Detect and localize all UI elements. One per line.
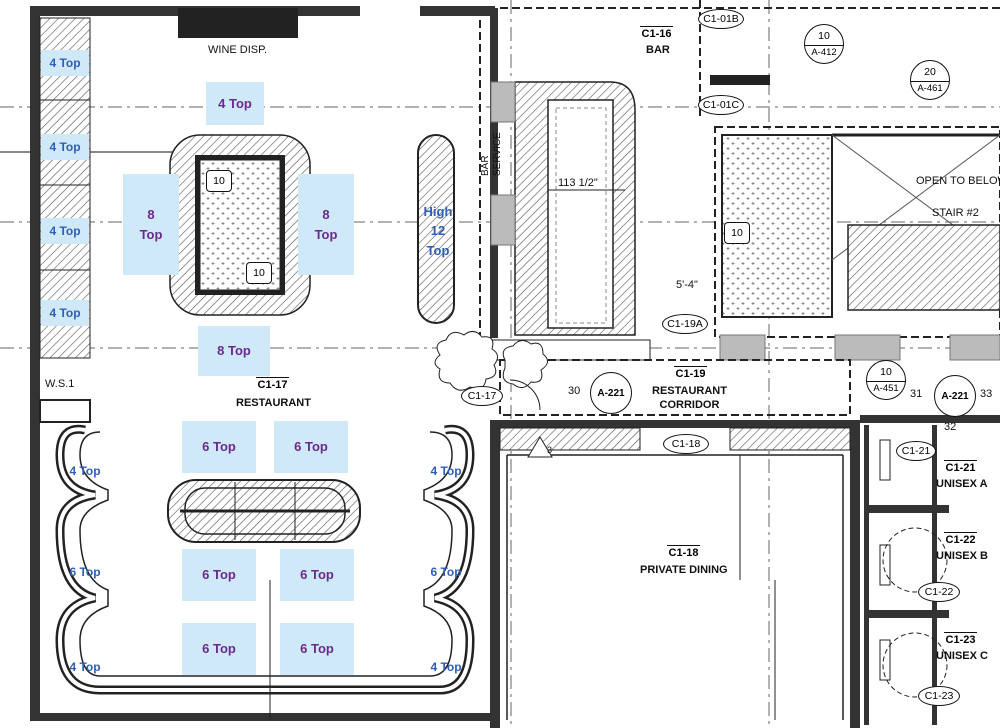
triangle-tag: 3 (547, 445, 553, 455)
seat-tag-booth-right: 4 Top (430, 660, 462, 674)
door-tag-c119a: C1-19A (662, 314, 708, 334)
shrub (434, 331, 548, 391)
bar-dimension: 113 1/2" (558, 177, 598, 189)
seat-tag-6top: 6 Top (280, 623, 354, 675)
room-name-private-dining: PRIVATE DINING (640, 564, 728, 576)
stair-label: STAIR #2 (932, 207, 979, 219)
room-name-restaurant: RESTAURANT (236, 397, 311, 409)
door-tag-c122: C1-22 (918, 582, 960, 602)
communal-bench (167, 479, 361, 543)
hex-tag-c: 10 (724, 222, 750, 244)
room-name-unisex-b: UNISEX B (936, 550, 988, 562)
room-name-unisex-a: UNISEX A (936, 478, 988, 490)
booth-banquette (55, 424, 475, 695)
section-mark-right-num-bottom: 32 (944, 421, 957, 433)
ws-label: W.S.1 (45, 378, 75, 390)
door-tag-c118: C1-18 (663, 434, 709, 454)
seat-tag-8top-right: 8 Top (298, 174, 354, 275)
room-number-unisex-b: C1-22 (944, 532, 977, 546)
seat-tag-6top: 6 Top (280, 549, 354, 601)
door-tag-c101b: C1-01B (698, 9, 744, 29)
wine-display-label: WINE DISP. (208, 44, 268, 56)
bar-counter (479, 81, 651, 361)
seat-tag-wall-4top: 4 Top (41, 218, 89, 244)
seat-tag-8top-left: 8 Top (123, 174, 179, 275)
seat-tag-booth-right: 4 Top (430, 464, 462, 478)
open-to-below-label: OPEN TO BELOW (916, 175, 1000, 187)
seat-tag-booth-left: 4 Top (69, 660, 101, 674)
section-mark-left: A-221 (590, 372, 632, 414)
seat-tag-6top: 6 Top (274, 421, 348, 473)
hex-tag-b: 10 (246, 262, 272, 284)
section-mark-right: A-221 (934, 375, 976, 417)
dimension-5ft: 5'-4" (676, 279, 698, 291)
room-number-bar: C1-16 (640, 26, 673, 40)
room-number-unisex-c: C1-23 (944, 632, 977, 646)
bar-service-label: BAR SERVICE (480, 132, 503, 176)
seat-tag-high-top: High 12 Top (423, 203, 453, 258)
high-top-table (417, 134, 455, 324)
seat-tag-wall-4top: 4 Top (41, 50, 89, 76)
seat-tag-6top: 6 Top (182, 421, 256, 473)
restroom-walls (860, 415, 1000, 725)
door-tag-c101c: C1-01C (698, 95, 744, 115)
room-number-unisex-a: C1-21 (944, 460, 977, 474)
room-number-private-dining: C1-18 (667, 545, 700, 559)
central-table (169, 134, 311, 316)
seat-tag-booth-right: 6 Top (430, 565, 462, 579)
section-mark-right-num-right: 33 (980, 388, 993, 400)
hex-tag-a: 10 (206, 170, 232, 192)
room-name-corridor: RESTAURANT CORRIDOR (652, 385, 727, 412)
seat-tag-6top: 6 Top (182, 549, 256, 601)
seat-tag-wall-4top: 4 Top (41, 300, 89, 326)
private-dining-walls (269, 420, 860, 728)
seat-tag-wall-4top: 4 Top (41, 134, 89, 160)
room-number-restaurant: C1-17 (256, 377, 289, 391)
door-tag-c121: C1-21 (896, 441, 936, 461)
seat-tag-booth-left: 4 Top (69, 464, 101, 478)
seat-tag-6top: 6 Top (182, 623, 256, 675)
stair-area (714, 126, 1000, 361)
room-number-corridor: C1-19 (674, 366, 707, 380)
section-mark-left-num: 30 (568, 385, 581, 397)
seat-tag-8top-bottom: 8 Top (198, 326, 270, 376)
section-mark-right-num-left: 31 (910, 388, 923, 400)
room-name-unisex-c: UNISEX C (936, 650, 988, 662)
seat-tag-4top: 4 Top (206, 82, 264, 125)
seat-tag-booth-left: 6 Top (69, 565, 101, 579)
room-name-bar: BAR (646, 44, 670, 56)
door-tag-c117: C1-17 (461, 386, 503, 406)
door-tag-c123: C1-23 (918, 686, 960, 706)
